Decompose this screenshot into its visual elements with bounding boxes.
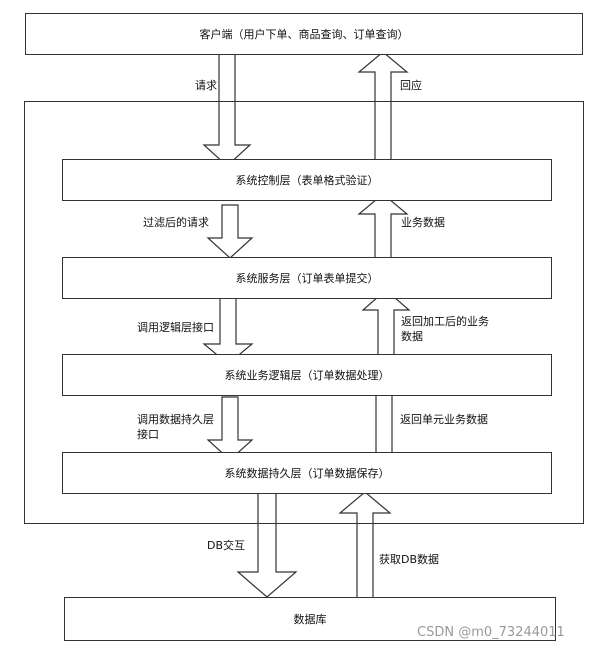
response-label: 回应 <box>400 79 422 92</box>
db-interact-arrow <box>236 489 298 598</box>
filtered-request-arrow <box>206 204 254 259</box>
filtered-request-label: 过滤后的请求 <box>143 216 209 229</box>
client-box: 客户端（用户下单、商品查询、订单查询） <box>25 13 583 55</box>
business-layer-label: 系统业务逻辑层（订单数据处理） <box>224 369 390 382</box>
request-arrow <box>202 53 252 167</box>
fetch-db-label: 获取DB数据 <box>379 553 440 566</box>
persistence-layer-label: 系统数据持久层（订单数据保存） <box>224 467 390 480</box>
call-persistence-label: 调用数据持久层接口 <box>137 413 214 441</box>
client-label: 客户端（用户下单、商品查询、订单查询） <box>199 28 409 41</box>
return-unit-label: 返回单元业务数据 <box>400 413 488 426</box>
call-logic-label: 调用逻辑层接口 <box>137 321 214 334</box>
return-processed-arrow <box>361 289 411 356</box>
business-layer-box: 系统业务逻辑层（订单数据处理） <box>62 354 552 396</box>
service-layer-label: 系统服务层（订单表单提交） <box>235 272 379 285</box>
request-label: 请求 <box>195 79 217 92</box>
business-data-arrow <box>357 193 409 259</box>
watermark-text: CSDN @m0_73244011 <box>417 625 565 640</box>
call-persistence-arrow <box>206 396 254 461</box>
return-processed-label: 返回加工后的业务数据 <box>401 315 489 343</box>
database-box: 数据库 <box>64 597 556 641</box>
persistence-layer-box: 系统数据持久层（订单数据保存） <box>62 452 552 494</box>
db-interact-label: DB交互 <box>207 539 246 552</box>
control-layer-label: 系统控制层（表单格式验证） <box>235 174 379 187</box>
business-data-label: 业务数据 <box>401 216 445 229</box>
fetch-db-arrow <box>338 491 392 599</box>
control-layer-box: 系统控制层（表单格式验证） <box>62 159 552 201</box>
service-layer-box: 系统服务层（订单表单提交） <box>62 257 552 299</box>
database-label: 数据库 <box>293 613 327 626</box>
response-arrow <box>357 51 409 167</box>
system-frame <box>24 101 584 524</box>
